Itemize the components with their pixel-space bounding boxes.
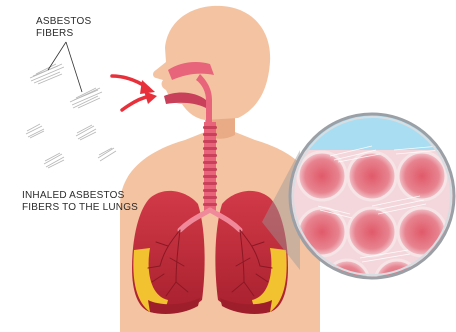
inhaled-fibers-label-line2: FIBERS TO THE LUNGS xyxy=(22,202,138,214)
inhale-arrow-heads xyxy=(140,80,157,104)
inhaled-fibers-label-line1: INHALED ASBESTOS xyxy=(22,190,138,202)
label-pointer-lines xyxy=(48,42,82,92)
trachea xyxy=(203,122,217,212)
fiber-cluster-icon xyxy=(26,64,116,168)
asbestos-fibers-label-line1: ASBESTOS xyxy=(36,16,91,28)
inhaled-fibers-label: INHALED ASBESTOS FIBERS TO THE LUNGS xyxy=(22,190,138,214)
asbestos-fibers-label: ASBESTOS FIBERS xyxy=(36,16,91,40)
asbestos-fibers-label-line2: FIBERS xyxy=(36,28,91,40)
left-lung xyxy=(132,191,205,314)
alveoli-cells xyxy=(298,152,446,304)
